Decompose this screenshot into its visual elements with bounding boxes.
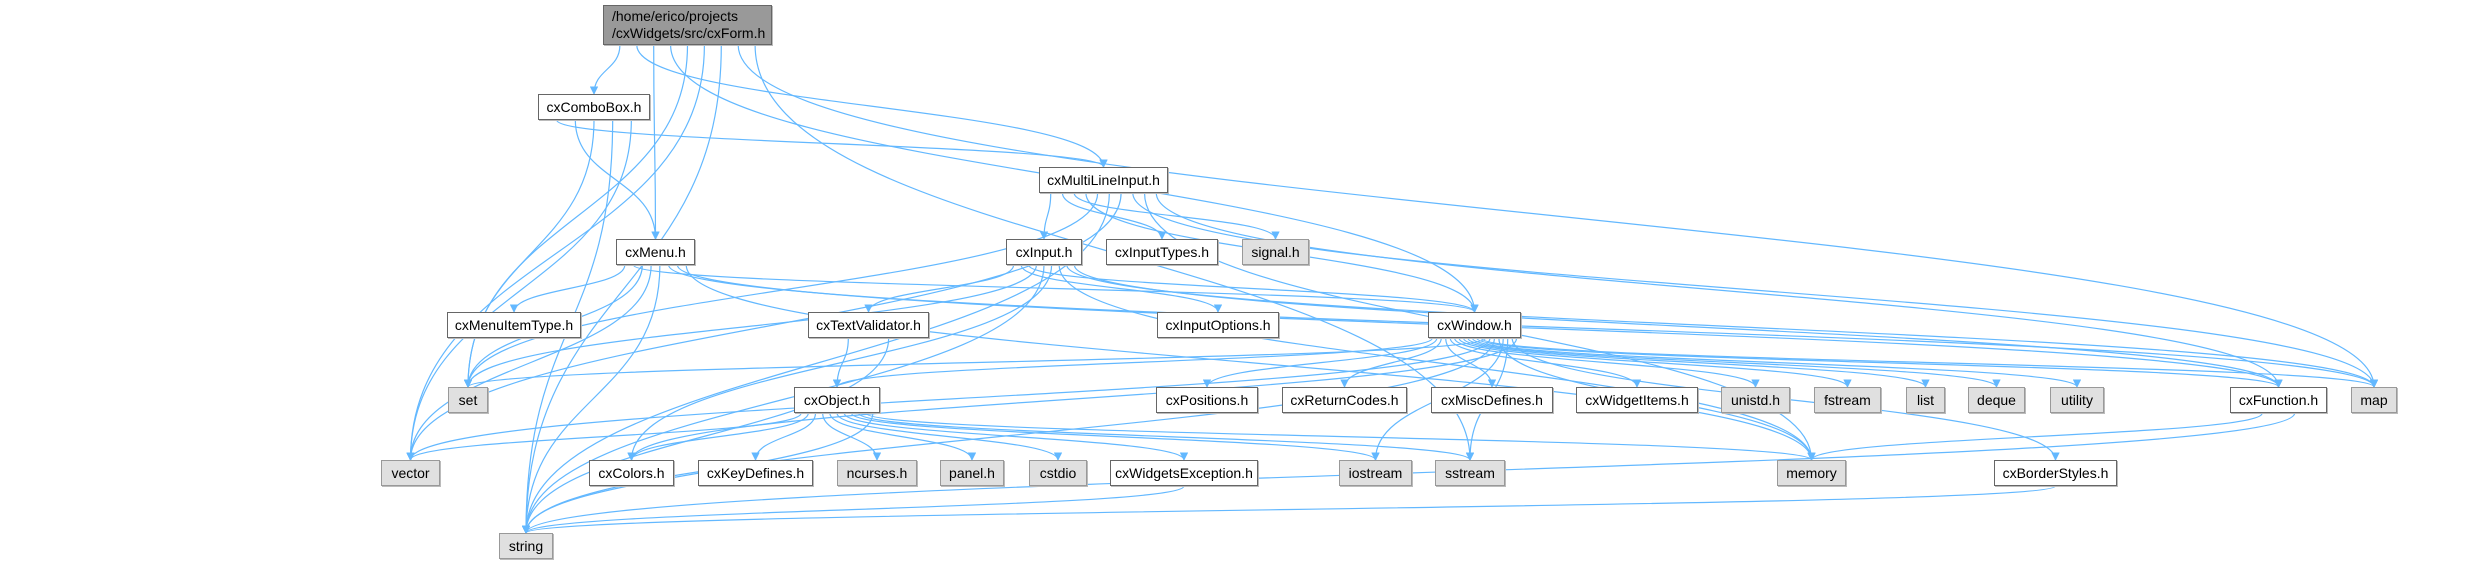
edge-cxWindow-to-list — [1462, 337, 1930, 388]
edge-cxInput-to-cxInputOptions — [1020, 264, 1223, 313]
node-cstdio[interactable]: cstdio — [1029, 460, 1087, 486]
edge-cxObject-to-memory — [865, 412, 1816, 461]
edge-cxBorderStyles-to-string — [522, 485, 2057, 534]
node-cxKeyDefines[interactable]: cxKeyDefines.h — [698, 460, 813, 486]
edge-cxWindow-to-cxObject — [832, 337, 1434, 388]
node-memory[interactable]: memory — [1777, 460, 1846, 486]
edge-cxWidgetsException-to-string — [522, 485, 1185, 534]
node-cxComboBox[interactable]: cxComboBox.h — [538, 94, 650, 120]
node-cxMiscDefines[interactable]: cxMiscDefines.h — [1431, 387, 1553, 413]
edge-root-to-map — [737, 44, 2379, 388]
edge-cxWindow-to-set — [464, 337, 1487, 388]
edge-cxInput-to-cxFunction — [1073, 264, 2283, 388]
edge-cxWindow-to-cxReturnCodes — [1340, 337, 1442, 388]
root-label-line1: /home/erico/projects — [612, 8, 739, 24]
edge-cxWindow-to-unistd — [1453, 337, 1760, 388]
node-cxMenuItemType[interactable]: cxMenuItemType.h — [447, 312, 581, 338]
node-ncurses[interactable]: ncurses.h — [837, 460, 917, 486]
edge-cxMultiLineInput-to-signal — [1073, 192, 1280, 240]
edge-cxMenu-to-cxMenuItemType — [509, 264, 626, 313]
edge-cxObject-to-cstdio — [836, 412, 1063, 461]
edge-cxComboBox-to-set — [463, 119, 595, 388]
node-string[interactable]: string — [499, 533, 553, 559]
node-map[interactable]: map — [2351, 387, 2397, 413]
node-sstream[interactable]: sstream — [1435, 460, 1505, 486]
edge-cxInput-to-cxWindow — [1028, 264, 1479, 313]
edge-cxWindow-to-vector — [406, 337, 1491, 461]
edge-cxWindow-to-string — [521, 337, 1496, 534]
edge-cxObject-to-panel — [829, 412, 977, 461]
edge-cxMultiLineInput-to-cxInputTypes — [1061, 192, 1167, 240]
root-label-line2: /cxWidgets/src/cxForm.h — [612, 25, 766, 41]
edge-cxMultiLineInput-to-cxFunction — [1155, 192, 2283, 388]
edge-cxObject-to-iostream — [850, 412, 1380, 461]
edge-cxWindow-to-cxFunction — [1476, 337, 2283, 388]
node-list[interactable]: list — [1906, 387, 1945, 413]
edge-cxComboBox-to-cxMultiLineInput — [556, 119, 1108, 168]
edge-cxFunction-to-memory — [1807, 412, 2263, 461]
node-cxObject[interactable]: cxObject.h — [794, 387, 880, 413]
edge-cxObject-to-cxKeyDefines — [751, 412, 817, 461]
edge-cxWindow-to-fstream — [1458, 337, 1852, 388]
edge-cxTextValidator-to-cxObject — [832, 337, 849, 388]
node-fstream[interactable]: fstream — [1814, 387, 1881, 413]
node-cxColors[interactable]: cxColors.h — [589, 460, 674, 486]
node-cxInput[interactable]: cxInput.h — [1006, 239, 1082, 265]
edge-cxWindow-to-cxWidgetItems — [1449, 337, 1642, 388]
edge-cxComboBox-to-cxMenu — [574, 119, 660, 240]
node-cxTextValidator[interactable]: cxTextValidator.h — [808, 312, 929, 338]
node-cxInputTypes[interactable]: cxInputTypes.h — [1106, 239, 1218, 265]
edge-cxObject-to-sstream — [857, 412, 1475, 461]
edge-cxMenu-to-cxWindow — [632, 264, 1479, 313]
edge-root-to-cxMenu — [651, 44, 660, 240]
edge-root-to-cxMultiLineInput — [636, 44, 1108, 168]
edge-cxWindow-to-utility — [1471, 337, 2082, 388]
edge-root-to-string — [521, 44, 722, 534]
edge-cxInput-to-cxColors — [627, 264, 1053, 461]
node-cxForm-h[interactable]: /home/erico/projects /cxWidgets/src/cxFo… — [603, 5, 772, 45]
node-panel[interactable]: panel.h — [940, 460, 1004, 486]
node-iostream[interactable]: iostream — [1339, 460, 1412, 486]
edge-cxObject-to-cxColors — [627, 412, 809, 461]
node-unistd[interactable]: unistd.h — [1721, 387, 1790, 413]
node-cxMenu[interactable]: cxMenu.h — [616, 239, 695, 265]
edge-cxInput-to-cxTextValidator — [864, 264, 1015, 313]
edge-cxWindow-to-cxMiscDefines — [1445, 337, 1497, 388]
edge-cxMenu-to-vector — [406, 264, 652, 461]
node-cxPositions[interactable]: cxPositions.h — [1156, 387, 1258, 413]
node-deque[interactable]: deque — [1968, 387, 2025, 413]
edge-root-to-cxComboBox — [589, 44, 621, 95]
node-signal[interactable]: signal.h — [1242, 239, 1309, 265]
edge-cxWindow-to-deque — [1467, 337, 2001, 388]
edge-cxWindow-to-map — [1480, 337, 2378, 388]
edge-cxMultiLineInput-to-cxInput — [1039, 192, 1052, 240]
node-utility[interactable]: utility — [2050, 387, 2104, 413]
edge-cxObject-to-cxWidgetsException — [843, 412, 1189, 461]
edge-cxMenu-to-string — [521, 264, 661, 534]
edge-cxInput-to-memory — [1058, 264, 1816, 461]
edge-cxMultiLineInput-to-map — [1132, 192, 2379, 388]
node-cxFunction[interactable]: cxFunction.h — [2230, 387, 2327, 413]
node-vector[interactable]: vector — [381, 460, 440, 486]
node-set[interactable]: set — [448, 387, 488, 413]
node-cxMultiLineInput[interactable]: cxMultiLineInput.h — [1039, 167, 1168, 193]
edge-cxWindow-to-cxColors — [627, 337, 1518, 461]
edge-root-to-vector — [406, 44, 705, 461]
node-cxWindow[interactable]: cxWindow.h — [1428, 312, 1521, 338]
edge-cxInput-to-set — [463, 264, 1037, 388]
edge-cxObject-to-vector — [406, 412, 802, 461]
node-cxWidgetsException[interactable]: cxWidgetsException.h — [1110, 460, 1258, 486]
edge-cxWindow-to-cxPositions — [1202, 337, 1438, 388]
edge-cxInput-to-string — [521, 264, 1045, 534]
edge-cxTextValidator-to-string — [521, 337, 890, 534]
node-cxWidgetItems[interactable]: cxWidgetItems.h — [1576, 387, 1698, 413]
node-cxInputOptions[interactable]: cxInputOptions.h — [1157, 312, 1279, 338]
edge-cxObject-to-ncurses — [822, 412, 882, 461]
edge-cxMenu-to-memory — [685, 264, 1816, 461]
edge-cxComboBox-to-vector — [406, 119, 632, 461]
node-cxBorderStyles[interactable]: cxBorderStyles.h — [1994, 460, 2117, 486]
node-cxReturnCodes[interactable]: cxReturnCodes.h — [1282, 387, 1407, 413]
